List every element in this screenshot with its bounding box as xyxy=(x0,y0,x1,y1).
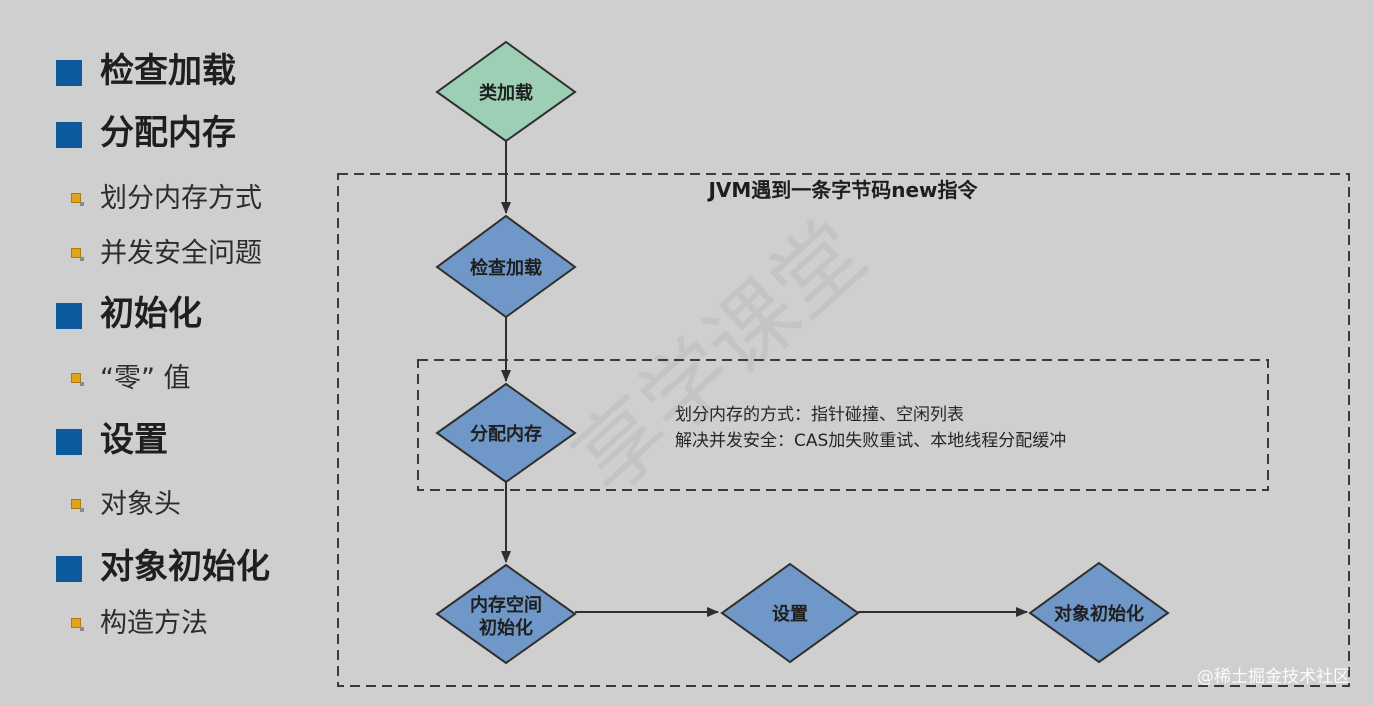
outline-label: 检查加载 xyxy=(100,51,236,91)
check-load-node xyxy=(435,214,577,319)
square-bullet-icon xyxy=(56,303,82,329)
small-square-bullet-icon xyxy=(71,618,84,631)
outline-sublabel: 划分内存方式 xyxy=(100,183,262,214)
outline-sublabel: 对象头 xyxy=(100,489,181,520)
outline-sublabel: 构造方法 xyxy=(100,608,208,639)
outline-label: 初始化 xyxy=(100,294,202,334)
credit-text: @稀土掘金技术社区 xyxy=(1197,667,1350,687)
check-load-label: 检查加载 xyxy=(470,257,542,279)
outline-label: 对象初始化 xyxy=(100,547,270,587)
square-bullet-icon xyxy=(56,122,82,148)
inner-dashed-box xyxy=(417,359,1269,491)
memory-init-label-line2: 初始化 xyxy=(479,617,533,639)
small-square-bullet-icon xyxy=(71,373,84,386)
small-square-bullet-icon xyxy=(71,499,84,512)
outline-sublabel: 并发安全问题 xyxy=(100,238,262,269)
small-square-bullet-icon xyxy=(71,193,84,206)
outline-label: 分配内存 xyxy=(100,113,236,153)
class-load-node xyxy=(435,40,577,143)
class-load-label: 类加载 xyxy=(479,82,533,104)
object-init-label: 对象初始化 xyxy=(1054,603,1144,625)
set-label: 设置 xyxy=(772,604,808,625)
outline-sublabel: “零” 值 xyxy=(100,363,191,394)
memory-init-node xyxy=(435,563,577,665)
outline-label: 设置 xyxy=(100,420,168,460)
alloc-memory-node xyxy=(435,382,577,484)
concurrency-note: 解决并发安全：CAS加失败重试、本地线程分配缓冲 xyxy=(675,431,1066,451)
outline-list: 检查加载 分配内存 划分内存方式 并发安全问题 初始化 “零” 值 设置 xyxy=(0,0,330,706)
set-node xyxy=(720,562,860,664)
alloc-method-note: 划分内存的方式：指针碰撞、空闲列表 xyxy=(675,405,964,425)
square-bullet-icon xyxy=(56,60,82,86)
square-bullet-icon xyxy=(56,556,82,582)
small-square-bullet-icon xyxy=(71,248,84,261)
memory-init-label-line1: 内存空间 xyxy=(470,594,542,616)
alloc-memory-label: 分配内存 xyxy=(470,423,542,445)
square-bullet-icon xyxy=(56,429,82,455)
outer-dashed-box xyxy=(337,173,1350,687)
outer-box-title: JVM遇到一条字节码new指令 xyxy=(706,178,978,202)
watermark-text: 享学课堂 xyxy=(554,201,885,513)
object-init-node xyxy=(1028,561,1170,664)
